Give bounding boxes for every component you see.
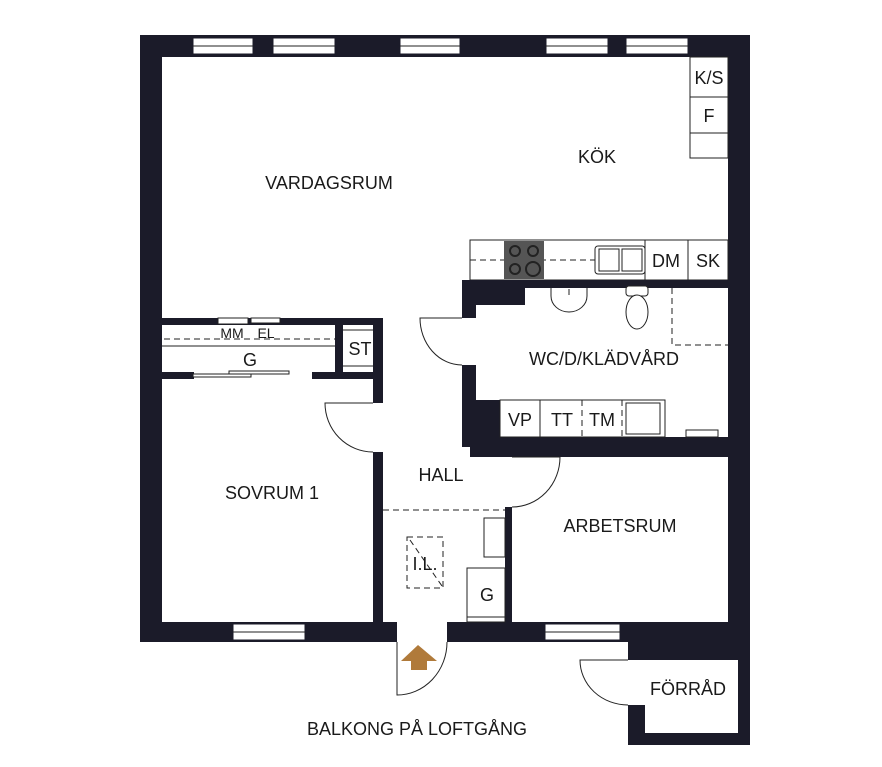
fixture-tt: TT — [551, 410, 573, 430]
wc-walls — [462, 280, 728, 447]
washbasin-icon — [550, 288, 588, 313]
bedroom-door[interactable] — [324, 402, 374, 453]
room-label-forrad: FÖRRÅD — [650, 679, 726, 699]
fixture-el: EL — [257, 325, 274, 341]
storage-door[interactable] — [579, 659, 629, 706]
entrance-door[interactable] — [396, 641, 448, 696]
wc-door[interactable] — [419, 317, 463, 366]
fixture-ks: K/S — [694, 68, 723, 88]
fixture-tm: TM — [589, 410, 615, 430]
room-label-sovrum: SOVRUM 1 — [225, 483, 319, 503]
storage-walls — [628, 640, 750, 745]
fixture-f: F — [704, 106, 715, 126]
fixture-g-wardrobe: G — [243, 350, 257, 370]
kitchen: K/S F DM SK — [469, 56, 729, 281]
sink-icon — [594, 245, 646, 275]
room-label-arbetsrum: ARBETSRUM — [563, 516, 676, 536]
fixture-dm: DM — [652, 251, 680, 271]
fixture-mm: MM — [220, 325, 243, 341]
hatch — [406, 536, 444, 589]
room-label-hall: HALL — [418, 465, 463, 485]
balcony-caption: BALKONG PÅ LOFTGÅNG — [307, 719, 527, 739]
room-label-vardagsrum: VARDAGSRUM — [265, 173, 393, 193]
room-label-wc: WC/D/KLÄDVÅRD — [529, 349, 679, 369]
entrance-arrow-icon — [401, 645, 437, 670]
office-door[interactable] — [511, 456, 561, 508]
windows — [192, 37, 689, 641]
shower-area — [671, 288, 728, 346]
utility-sink-icon — [625, 402, 661, 435]
toilet-icon — [625, 285, 649, 330]
fixture-g-hall: G — [480, 585, 494, 605]
room-label-kok: KÖK — [578, 147, 616, 167]
fixture-sk: SK — [696, 251, 720, 271]
fixture-vp: VP — [508, 410, 532, 430]
wardrobe — [162, 317, 383, 403]
fixture-il: I.L. — [412, 554, 437, 574]
fixture-st: ST — [348, 339, 371, 359]
